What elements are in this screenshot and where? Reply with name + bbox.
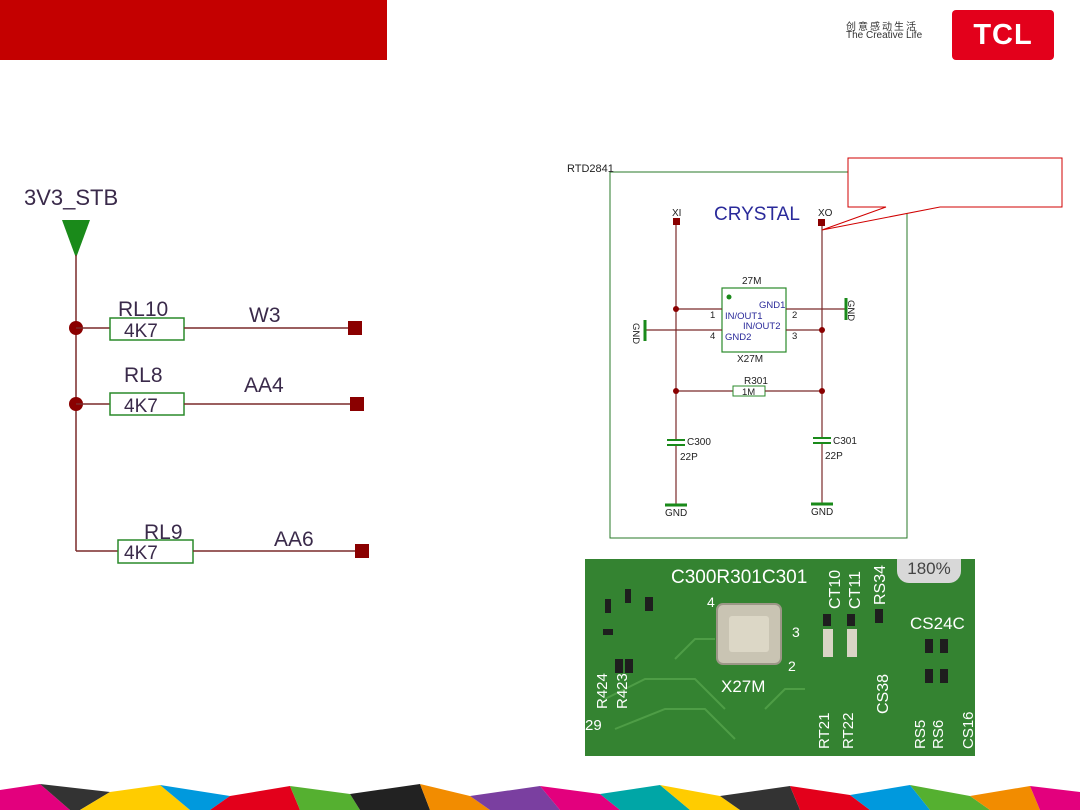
power-net-label: 3V3_STB [24, 185, 118, 210]
junction-dot [819, 327, 825, 333]
silk-rs34: RS34 [872, 565, 889, 605]
silk-ct11: CT11 [847, 571, 864, 609]
silk-x27m: X27M [721, 677, 765, 696]
silk-top: C300R301C301 [671, 567, 807, 588]
gnd-label: GND [630, 323, 641, 344]
silk-pin2: 2 [788, 658, 796, 674]
crystal-ref: X27M [737, 354, 763, 365]
silk-cs24: CS24C [910, 614, 965, 633]
pin-gnd1-label: GND1 [759, 300, 785, 311]
gnd-label: GND [845, 300, 856, 321]
silk-rs5: RS5 [912, 720, 929, 749]
silk-r424: R424 [594, 673, 611, 709]
crystal-value: 27M [742, 276, 761, 287]
pin-number: 2 [792, 310, 797, 321]
resistor-value: 4K7 [124, 396, 158, 417]
pin-square [348, 321, 362, 335]
pin-number: 3 [792, 331, 797, 342]
resistor-ref: RL10 [118, 298, 168, 321]
pin-square [350, 397, 364, 411]
silk-rs6: RS6 [930, 720, 947, 749]
pin-xi-label: XI [672, 208, 681, 219]
pin1-marker [726, 294, 732, 300]
silk-29: 29 [585, 717, 602, 734]
capacitor-value: 22P [680, 452, 698, 463]
chip-label: RTD2841 [567, 163, 614, 175]
tcl-logo: TCL [952, 10, 1054, 60]
gnd-label: GND [665, 508, 687, 519]
junction-dot [673, 388, 679, 394]
zoom-level-badge: 180% [897, 559, 961, 583]
gnd-label: GND [811, 507, 833, 518]
net-label: AA4 [244, 374, 284, 397]
silk-ct10: CT10 [827, 570, 844, 609]
pin-in-out2-label: IN/OUT2 [743, 321, 780, 332]
slogan-english: The Creative Life [846, 30, 923, 41]
resistor-ref: R301 [744, 376, 768, 387]
power-arrow-icon [62, 220, 90, 258]
pin-number: 4 [710, 331, 715, 342]
silk-r423: R423 [614, 673, 631, 709]
crystal-schematic: RTD2841 CRYSTAL XI XO 27M X27M GND1 IN/O… [567, 157, 1063, 539]
pin-xi [673, 218, 680, 225]
capacitor-ref: C301 [833, 436, 857, 447]
chip-border [609, 171, 908, 539]
junction-dot [673, 306, 679, 312]
silk-cs38: CS38 [875, 674, 892, 714]
pin-xo [818, 219, 825, 226]
decorative-strip [0, 782, 1080, 810]
resistor-ref: RL9 [144, 521, 183, 544]
net-label: AA6 [274, 528, 314, 551]
pcb-drawing: C300R301C301 CT10 CT11 RS34 CS24C CS38 X… [585, 559, 975, 756]
resistor-ref: RL8 [124, 364, 163, 387]
silk-cs16: CS16 [960, 711, 975, 749]
pin-square [355, 544, 369, 558]
silk-pin4: 4 [707, 594, 715, 610]
pin-number: 1 [710, 310, 715, 321]
resistor-value: 1M [742, 387, 755, 398]
callout-box [821, 157, 1063, 231]
pcb-photo: C300R301C301 CT10 CT11 RS34 CS24C CS38 X… [585, 559, 975, 756]
capacitor-ref: C300 [687, 437, 711, 448]
silk-pin3: 3 [792, 624, 800, 640]
junction-dot [819, 388, 825, 394]
capacitor-value: 22P [825, 451, 843, 462]
pin-xo-label: XO [818, 208, 833, 219]
resistor-value: 4K7 [124, 543, 158, 564]
pin-gnd2-label: GND2 [725, 332, 751, 343]
silk-rt21: RT21 [816, 713, 833, 749]
crystal-package [721, 287, 787, 353]
brand-text: TCL [973, 19, 1033, 51]
crystal-title: CRYSTAL [714, 204, 800, 225]
pin-in-out1-label: IN/OUT1 [725, 311, 762, 322]
resistor-value: 4K7 [124, 321, 158, 342]
silk-rt22: RT22 [840, 713, 857, 749]
net-label: W3 [249, 304, 281, 327]
slogan-chinese: 创意感动生活 [846, 22, 918, 33]
title-banner [0, 0, 387, 60]
pullup-schematic: 3V3_STB RL10 4K7 W3 RL8 4K7 AA4 RL9 4K7 … [24, 185, 369, 564]
resistor-rl10 [109, 317, 185, 341]
